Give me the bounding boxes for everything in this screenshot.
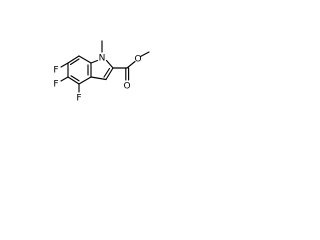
bond-c7-c6-double <box>69 58 80 66</box>
bond-carbonyl-ester-oxygen <box>126 60 136 69</box>
bond-n1-c2 <box>105 59 114 69</box>
fluorine-top-label: F <box>53 66 58 76</box>
bond-c6-f <box>60 62 69 68</box>
bond-c7-c6 <box>67 55 80 64</box>
structure-canvas: F F F N O O <box>0 0 152 152</box>
bond-c5-c4-double <box>70 75 80 82</box>
carbonyl-oxygen-label: O <box>123 82 130 92</box>
bond-c3-c3a <box>90 76 107 81</box>
bond-ester-methyl <box>139 51 150 58</box>
fluorine-middle-label: F <box>53 80 58 90</box>
bond-c5-c4 <box>67 76 80 85</box>
bond-c4-c3a <box>78 76 92 85</box>
bond-c7a-c7 <box>78 55 92 64</box>
ester-oxygen-label: O <box>134 55 141 65</box>
nitrogen-label: N <box>99 54 106 64</box>
fluorine-bottom-label: F <box>76 94 81 104</box>
bond-c5-f <box>60 76 69 82</box>
molecule-structure: F F F N O O <box>53 40 150 104</box>
bond-c2-c3 <box>105 67 114 81</box>
bond-c7a-n1-left <box>90 59 99 64</box>
bond-c2-c3-double <box>103 67 111 78</box>
